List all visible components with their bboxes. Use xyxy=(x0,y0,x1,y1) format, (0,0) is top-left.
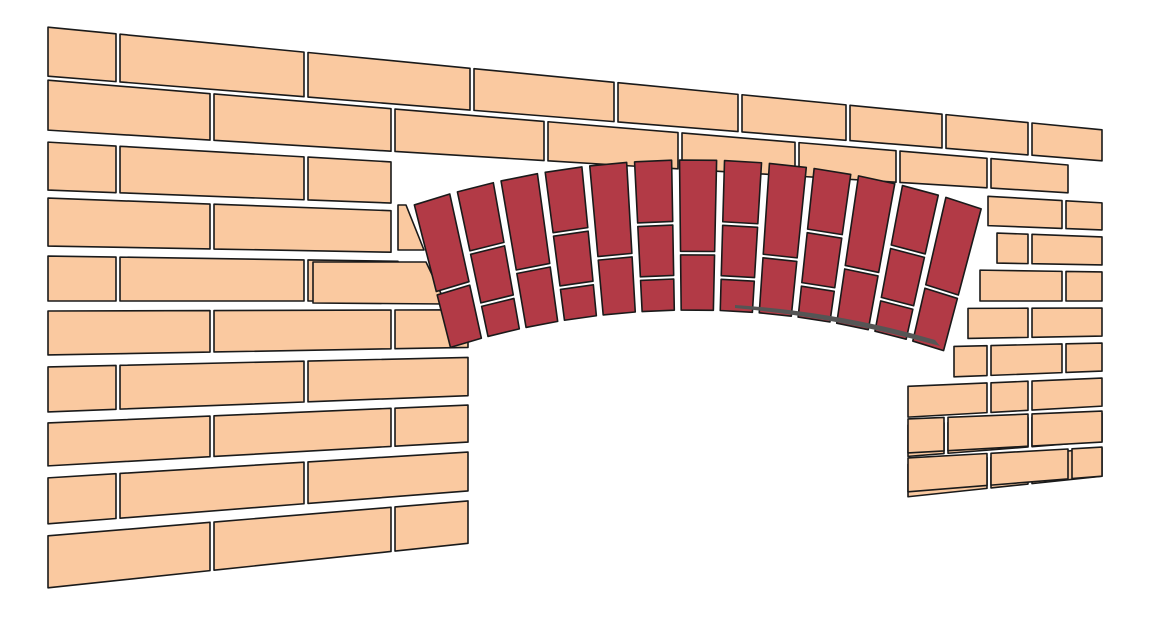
wall-brick xyxy=(617,81,739,133)
arch-brick xyxy=(597,256,637,316)
wall-brick xyxy=(47,26,117,83)
wall-brick xyxy=(1031,410,1103,447)
arch-brick xyxy=(721,159,763,225)
wall-brick xyxy=(1031,307,1103,339)
arch-brick xyxy=(413,193,470,293)
wall-brick xyxy=(1071,446,1103,480)
arch-brick xyxy=(890,184,940,255)
arch-brick xyxy=(720,224,759,279)
wall-brick xyxy=(947,413,1029,452)
arch-brick xyxy=(637,224,675,278)
arch-brick xyxy=(456,181,505,252)
wall-brick xyxy=(47,521,211,589)
arch-brick xyxy=(844,175,896,274)
wall-brick xyxy=(47,309,211,356)
wall-brick xyxy=(1065,200,1103,231)
wall-brick xyxy=(953,344,988,378)
wall-brick xyxy=(990,448,1069,486)
wall-brick xyxy=(213,407,392,458)
wall-brick xyxy=(213,506,392,572)
wall-brick xyxy=(307,451,469,505)
wall-brick xyxy=(47,79,211,141)
wall-brick xyxy=(119,256,305,302)
wall-bricks xyxy=(47,26,1103,589)
arch-brick xyxy=(835,268,879,331)
wall-brick xyxy=(899,150,988,189)
arch-brick xyxy=(516,266,559,329)
arch-brick xyxy=(559,283,598,322)
wall-brick xyxy=(213,93,392,152)
arch-brick xyxy=(633,159,674,224)
wall-brick xyxy=(907,382,988,418)
wall-brick xyxy=(907,416,945,454)
wall-brick xyxy=(473,67,615,123)
wall-brick xyxy=(907,452,988,493)
wall-brick xyxy=(119,33,305,98)
wall-brick xyxy=(47,472,117,525)
arch-brick xyxy=(924,196,982,296)
arch-brick xyxy=(758,257,798,317)
wall-brick xyxy=(119,360,305,410)
wall-brick xyxy=(213,309,392,353)
wall-brick xyxy=(990,380,1029,414)
wall-brick xyxy=(741,93,847,142)
wall-brick xyxy=(1031,122,1103,162)
arch-shadow xyxy=(735,305,940,346)
arch-brick xyxy=(801,231,843,289)
arch-brick xyxy=(639,278,676,313)
wall-brick xyxy=(987,195,1063,230)
arch-brick xyxy=(552,230,594,287)
wall-brick xyxy=(312,261,447,305)
arch-brick xyxy=(480,297,521,338)
wall-brick xyxy=(213,203,392,253)
wall-brick xyxy=(47,415,211,467)
wall-brick xyxy=(1031,377,1103,411)
wall-brick xyxy=(979,269,1063,302)
wall-brick xyxy=(394,108,545,162)
wall-brick xyxy=(307,51,471,111)
arch-brick xyxy=(679,254,716,312)
arch-brick xyxy=(880,247,926,307)
arch-bricks xyxy=(413,159,982,352)
wall-brick xyxy=(47,364,117,413)
wall-brick xyxy=(990,343,1063,377)
wall-brick xyxy=(967,307,1029,340)
arch-brick xyxy=(806,167,852,236)
arch-brick xyxy=(911,287,959,352)
wall-brick xyxy=(47,255,117,302)
arch-brick xyxy=(544,166,589,234)
wall-brick xyxy=(1031,233,1103,266)
wall-brick xyxy=(394,404,469,448)
wall-brick xyxy=(849,104,943,149)
arch-brick xyxy=(588,161,633,258)
wall-brick xyxy=(1065,270,1103,302)
wall-brick xyxy=(307,356,469,403)
arch-brick xyxy=(719,278,756,314)
arch-brick xyxy=(469,245,515,304)
arch-brick xyxy=(500,172,551,271)
wall-brick xyxy=(47,197,211,250)
wall-brick xyxy=(119,145,305,201)
wall-brick xyxy=(990,157,1069,194)
wall-brick xyxy=(1065,342,1103,374)
wall-brick xyxy=(47,141,117,194)
wall-brick xyxy=(996,232,1029,265)
arch-brick xyxy=(678,159,718,253)
wall-brick xyxy=(547,120,679,170)
arch-brick xyxy=(762,162,808,259)
wall-brick xyxy=(945,113,1029,156)
wall-brick xyxy=(397,204,425,251)
wall-brick xyxy=(307,156,392,204)
arch-brick xyxy=(436,284,483,349)
wall-brick xyxy=(394,500,469,552)
wall-brick xyxy=(119,461,305,519)
